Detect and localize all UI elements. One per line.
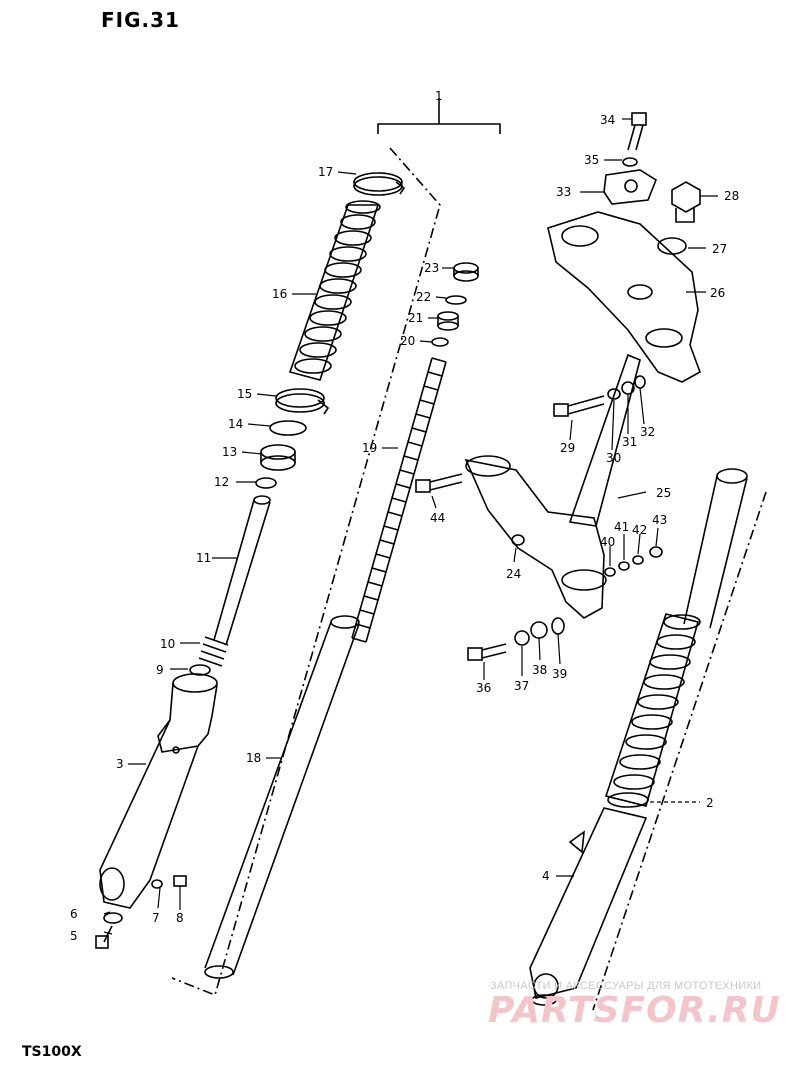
part-40-nut bbox=[604, 567, 616, 577]
callout-20: 20 bbox=[400, 334, 415, 348]
callout-41: 41 bbox=[614, 520, 629, 534]
callout-15: 15 bbox=[237, 387, 252, 401]
part-33-handlebar-clamp bbox=[603, 169, 657, 205]
part-5-bolt bbox=[95, 925, 113, 949]
callout-11: 11 bbox=[196, 551, 211, 565]
part-38-washer bbox=[530, 621, 548, 639]
part-14-ring bbox=[269, 420, 307, 436]
callout-10: 10 bbox=[160, 637, 175, 651]
callout-44: 44 bbox=[430, 511, 445, 525]
part-22-circlip bbox=[445, 295, 467, 305]
callout-32: 32 bbox=[640, 425, 655, 439]
callout-37: 37 bbox=[514, 679, 529, 693]
part-28-steering-stem-bolt bbox=[671, 181, 701, 223]
callout-25: 25 bbox=[656, 486, 671, 500]
figure-title: FIG.31 bbox=[101, 8, 180, 32]
callout-2: 2 bbox=[706, 796, 714, 810]
part-35-washer bbox=[622, 157, 638, 167]
part-32-washer bbox=[634, 375, 646, 389]
callout-9: 9 bbox=[156, 663, 164, 677]
part-4-outer-tube bbox=[529, 807, 648, 1006]
part-37-nut bbox=[514, 630, 530, 646]
part-18-inner-tube bbox=[204, 615, 360, 979]
part-20-o-ring bbox=[431, 337, 449, 347]
callout-7: 7 bbox=[152, 911, 160, 925]
callout-36: 36 bbox=[476, 681, 491, 695]
callout-34: 34 bbox=[600, 113, 615, 127]
callout-16: 16 bbox=[272, 287, 287, 301]
part-44-bolt bbox=[415, 473, 463, 493]
part-36-bolt bbox=[467, 643, 507, 661]
leader-lines bbox=[103, 118, 718, 935]
callout-24: 24 bbox=[506, 567, 521, 581]
part-16-fork-boot bbox=[288, 200, 381, 381]
part-6-gasket bbox=[103, 912, 123, 924]
part-17-clamp bbox=[353, 172, 406, 196]
part-26-upper-bracket bbox=[547, 211, 701, 383]
callout-38: 38 bbox=[532, 663, 547, 677]
part-30-washer bbox=[607, 388, 621, 400]
callout-43: 43 bbox=[652, 513, 667, 527]
callout-18: 18 bbox=[246, 751, 261, 765]
part-12-ring bbox=[255, 477, 277, 489]
callout-21: 21 bbox=[408, 311, 423, 325]
part-41-washer bbox=[618, 561, 630, 571]
part-29-bolt bbox=[553, 395, 605, 417]
model-label: TS100X bbox=[22, 1044, 82, 1060]
part-39-washer bbox=[551, 617, 565, 635]
callout-26: 26 bbox=[710, 286, 725, 300]
callout-14: 14 bbox=[228, 417, 243, 431]
watermark-tagline: ЗАПЧАСТИ И АКСЕССУАРЫ ДЛЯ МОТОТЕХНИКИ bbox=[490, 980, 762, 992]
callout-1: 1 bbox=[435, 89, 443, 103]
callout-31: 31 bbox=[622, 435, 637, 449]
callout-6: 6 bbox=[70, 907, 78, 921]
callout-22: 22 bbox=[416, 290, 431, 304]
part-7-washer bbox=[151, 879, 163, 889]
part-43-bolt bbox=[649, 546, 663, 558]
part-3-outer-tube bbox=[99, 673, 218, 909]
part-24-plug bbox=[511, 534, 525, 546]
callout-labels: 1 2 3 4 5 6 7 8 9 10 11 12 13 14 15 16 1… bbox=[70, 89, 739, 943]
part-15-clamp bbox=[275, 388, 330, 415]
callout-5: 5 bbox=[70, 929, 78, 943]
callout-4: 4 bbox=[542, 869, 550, 883]
part-19-fork-spring bbox=[351, 357, 447, 643]
callout-12: 12 bbox=[214, 475, 229, 489]
part-23-cap bbox=[453, 262, 479, 282]
callout-29: 29 bbox=[560, 441, 575, 455]
watermark-logo: PARTSFOR.RU bbox=[488, 990, 781, 1031]
part-42-washer bbox=[632, 555, 644, 565]
callout-19: 19 bbox=[362, 441, 377, 455]
callout-42: 42 bbox=[632, 523, 647, 537]
part-21-cap-bolt bbox=[437, 311, 459, 331]
callout-39: 39 bbox=[552, 667, 567, 681]
callout-13: 13 bbox=[222, 445, 237, 459]
assembly-bracket bbox=[377, 123, 501, 134]
callout-30: 30 bbox=[606, 451, 621, 465]
part-13-oil-seal bbox=[260, 444, 296, 471]
part-2-right-fork-assembly bbox=[604, 468, 748, 808]
callout-8: 8 bbox=[176, 911, 184, 925]
callout-3: 3 bbox=[116, 757, 124, 771]
part-11-damper-rod bbox=[213, 495, 271, 646]
callout-27: 27 bbox=[712, 242, 727, 256]
part-8-drain-bolt bbox=[173, 875, 187, 887]
callout-28: 28 bbox=[724, 189, 739, 203]
callout-23: 23 bbox=[424, 261, 439, 275]
callout-17: 17 bbox=[318, 165, 333, 179]
part-27-washer bbox=[657, 237, 687, 255]
assembly-envelope bbox=[171, 147, 441, 997]
callout-35: 35 bbox=[584, 153, 599, 167]
callout-40: 40 bbox=[600, 535, 615, 549]
part-10-rebound-spring bbox=[198, 636, 229, 667]
part-25-steering-stem bbox=[464, 353, 641, 619]
callout-33: 33 bbox=[556, 185, 571, 199]
